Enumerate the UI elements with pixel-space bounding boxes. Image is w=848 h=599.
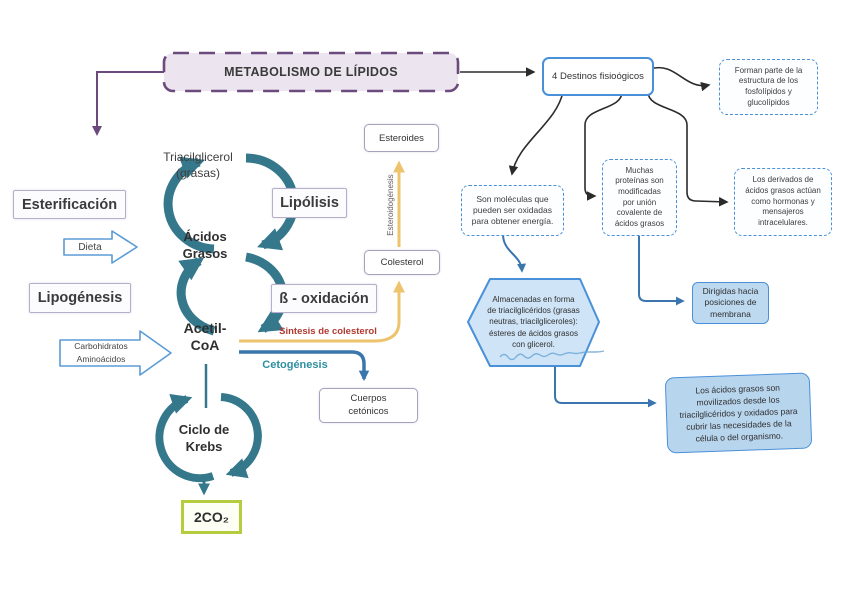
node-movilizados: Los ácidos grasos son movilizados desde … [664, 372, 813, 454]
node-ciclo-krebs: Ciclo de Krebs [178, 422, 230, 454]
lipogenesis-arc-arrow [176, 257, 216, 336]
watermark-scribble [499, 350, 605, 361]
arrow-title-to-cycle [92, 71, 164, 136]
arrow-energia-to-hexagon [502, 233, 527, 273]
node-colesterol: Colesterol [364, 250, 440, 275]
node-triacilglicerol: Triacilglicerol (grasas) [163, 150, 233, 180]
dieta-arrow-label: Dieta [78, 241, 102, 253]
label-lipolisis: Lipólisis [272, 188, 347, 218]
node-co2: 2CO₂ [181, 500, 242, 534]
node-cuerpos-cetonicos: Cuerpos cetónicos [319, 388, 418, 423]
label-esterificacion: Esterificación [13, 190, 126, 219]
cetogenesis-label: Cetogénesis [262, 358, 328, 371]
ketogenesis-arrow [239, 350, 370, 382]
esterification-arc-arrow [163, 156, 215, 254]
dieta-block-arrow [63, 230, 138, 264]
node-membrana: Dirigidas hacia posiciones de membrana [692, 282, 769, 324]
node-destino-estructura: Forman parte de la estructura de los fos… [719, 59, 818, 115]
node-destino-hormonas: Los derivados de ácidos grasos actúan co… [734, 168, 832, 236]
label-beta-oxidacion: ß - oxidación [271, 284, 377, 313]
esteroidogenesis-label: Esteroidogénesis [385, 174, 395, 236]
label-lipogenesis: Lipogénesis [29, 283, 131, 313]
node-destino-proteinas: Muchas proteínas son modificadas por uni… [602, 159, 677, 236]
node-destinos-header: 4 Destinos fisioógicos [542, 57, 654, 96]
node-esteroides: Esteroides [364, 124, 439, 152]
arrow-destinos-to-hormonas [647, 91, 729, 207]
arrow-proteinas-to-membrana [638, 234, 685, 306]
carbohidratos-block-arrow [59, 330, 172, 376]
carbohidratos-arrow-label: Carbohidratos Aminoácidos [74, 340, 128, 364]
acetil-to-cholesterol-arrow [239, 280, 405, 343]
arrow-destinos-to-estructura [649, 66, 711, 92]
hexagon-almacenadas-text: Almacenadas en forma de triacilglicérido… [487, 295, 580, 349]
krebs-arc-left-arrow [155, 394, 215, 483]
krebs-arc-right-arrow [220, 393, 262, 479]
diagram-title: METABOLISMO DE LÍPIDOS [224, 65, 398, 79]
node-destino-energia: Son moléculas que pueden ser oxidadas pa… [461, 185, 564, 236]
arrow-hexagon-to-movilizados [554, 367, 657, 408]
almacenadas-hexagon [467, 278, 600, 367]
node-acidos-grasos: Ácidos Grasos [182, 229, 228, 261]
arrow-destinos-to-energia [508, 91, 564, 176]
arrow-destinos-to-proteinas [584, 91, 623, 201]
sintesis-colesterol-label: Sintesis de colesterol [279, 326, 377, 337]
node-acetil-coa: Acetil- CoA [183, 319, 227, 354]
